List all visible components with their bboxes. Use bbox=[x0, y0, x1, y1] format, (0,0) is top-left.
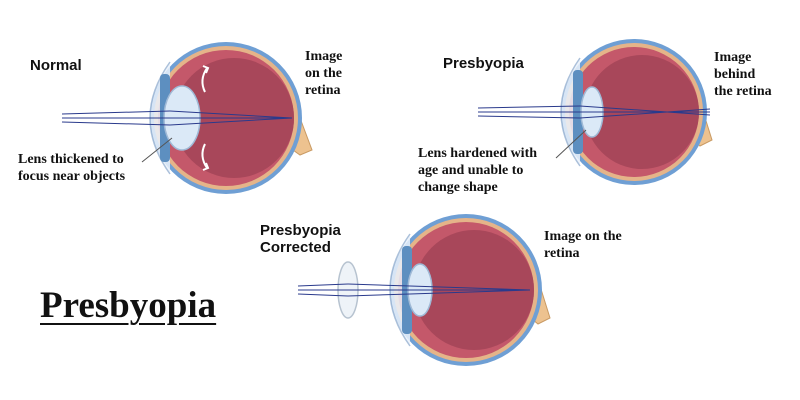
corrected-heading: Presbyopia Corrected bbox=[260, 222, 341, 256]
normal-image-label: Image on the retina bbox=[305, 49, 343, 98]
lens-pointer-line bbox=[555, 129, 587, 159]
presbyopia-eye bbox=[477, 39, 713, 185]
down-arrow-icon bbox=[201, 143, 208, 169]
page-title: Presbyopia bbox=[40, 285, 217, 326]
normal-heading: Normal bbox=[30, 57, 82, 74]
normal-lens-label: Lens thickened to focus near objects bbox=[18, 152, 126, 184]
presbyopia-heading: Presbyopia bbox=[443, 55, 524, 72]
lens-pointer-line bbox=[141, 137, 173, 163]
corrected-image-label: Image on the retina bbox=[544, 229, 622, 261]
corrected-eye bbox=[297, 214, 551, 366]
up-arrow-icon bbox=[201, 67, 208, 93]
presbyopia-lens-label: Lens hardened with age and unable to cha… bbox=[418, 146, 538, 195]
light-rays bbox=[61, 110, 293, 126]
presbyopia-image-label: Image behind the retina bbox=[714, 50, 772, 99]
light-rays bbox=[297, 283, 531, 297]
normal-eye bbox=[61, 42, 313, 194]
light-rays bbox=[477, 105, 711, 119]
